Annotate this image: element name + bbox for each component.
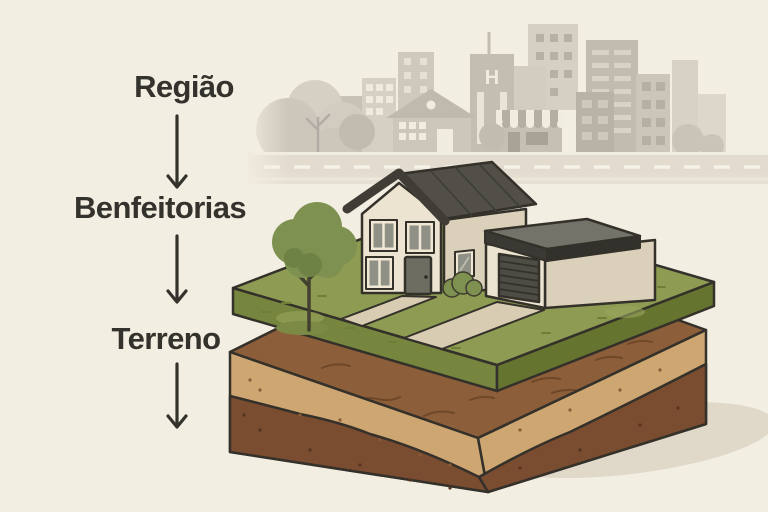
city-skyline: H — [236, 24, 768, 218]
house — [342, 160, 538, 298]
skyline-building — [576, 92, 614, 152]
house-window — [454, 249, 475, 279]
roof-seam-lines — [429, 164, 522, 217]
diagram-labels: Região Benfeitorias Terreno — [74, 69, 247, 429]
garage-roof — [483, 217, 642, 262]
house-bush — [442, 271, 483, 298]
skyline-building — [636, 74, 670, 152]
house-roof — [342, 160, 538, 226]
step-label-regiao: Região — [134, 69, 234, 104]
tree-mound — [276, 321, 328, 335]
down-arrow-icon — [166, 362, 188, 429]
soil-front-subsoil — [228, 394, 490, 494]
soil-speckles — [242, 406, 680, 490]
house-window — [405, 221, 435, 254]
soil-speckles — [248, 368, 662, 467]
down-arrow-icon — [166, 114, 188, 189]
tree — [272, 202, 357, 335]
garage-door-slats — [498, 260, 540, 296]
skyline-house — [386, 89, 477, 152]
driveway-path — [403, 301, 545, 350]
house-window — [369, 219, 398, 252]
skyline-shop-awning — [496, 110, 565, 152]
door-knob — [424, 275, 428, 279]
tree-foliage — [272, 202, 357, 278]
garage-door — [497, 252, 541, 304]
house-window — [365, 256, 394, 290]
house-door — [403, 255, 433, 296]
skyline-fade — [240, 56, 288, 188]
soil-side-subsoil — [477, 362, 708, 494]
garage — [483, 217, 657, 310]
hospital-letter: H — [485, 67, 499, 89]
step-label-terreno: Terreno — [112, 321, 221, 356]
step-label-benfeitorias: Benfeitorias — [74, 190, 246, 225]
roof-gable-fascia — [342, 168, 450, 226]
down-arrow-icon — [166, 234, 188, 304]
walkway-path — [340, 295, 437, 327]
